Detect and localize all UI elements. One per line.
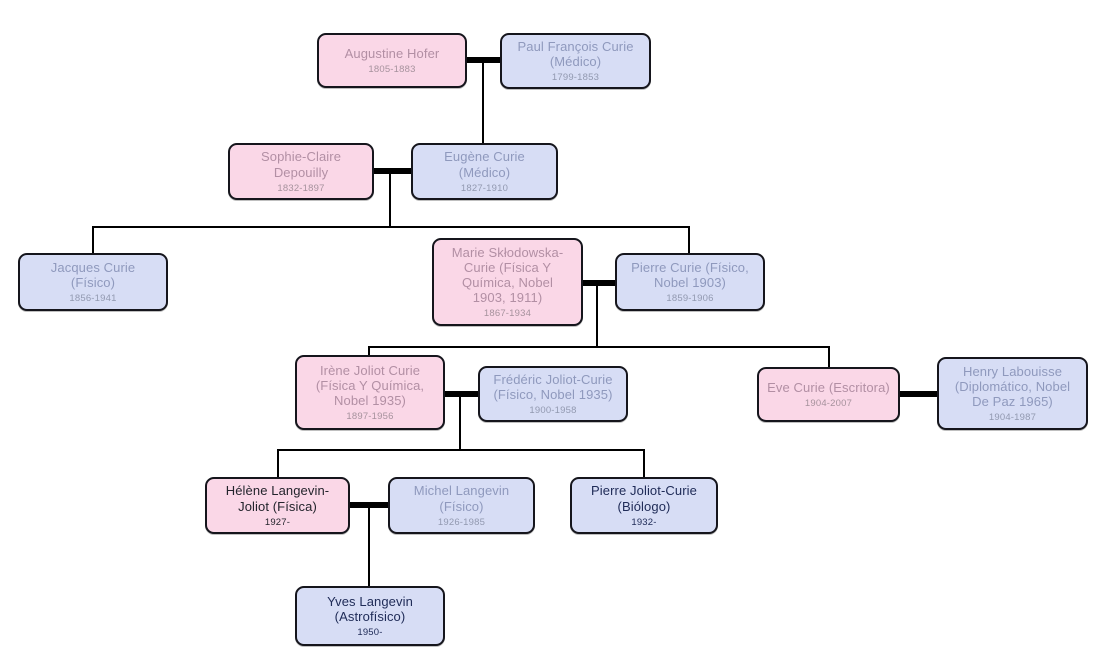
person-box-michel-langevin[interactable]: Michel Langevin (Físico) 1926-1985 bbox=[388, 477, 535, 534]
person-dates: 1827-1910 bbox=[460, 182, 509, 194]
person-dates: 1927- bbox=[264, 516, 291, 528]
person-dates: 1832-1897 bbox=[277, 182, 325, 194]
descent-line-paul-to-eugene bbox=[482, 60, 484, 143]
drop-line-to-irene bbox=[368, 347, 370, 356]
person-name: Augustine Hofer bbox=[344, 45, 440, 61]
person-box-helene-langevin-joliot[interactable]: Hélène Langevin- Joliot (Física) 1927- bbox=[205, 477, 350, 534]
drop-line-to-helene bbox=[277, 450, 279, 478]
sibling-bar-helene-pierrejc bbox=[277, 449, 645, 451]
descent-line-helene-to-yves bbox=[368, 505, 370, 587]
person-dates: 1932- bbox=[631, 516, 657, 528]
person-dates: 1904-1987 bbox=[988, 412, 1037, 424]
drop-line-to-eve bbox=[828, 347, 830, 368]
person-box-jacques-curie[interactable]: Jacques Curie (Físico) 1856-1941 bbox=[18, 253, 168, 311]
person-dates: 1859-1906 bbox=[666, 293, 714, 305]
sibling-bar-jacques-pierre bbox=[92, 226, 690, 228]
descent-line-irene-children bbox=[459, 394, 461, 450]
person-dates: 1856-1941 bbox=[69, 293, 117, 305]
person-dates: 1900-1958 bbox=[529, 405, 577, 417]
person-box-pierre-joliot-curie[interactable]: Pierre Joliot-Curie (Biólogo) 1932- bbox=[570, 477, 718, 534]
person-name: Michel Langevin (Físico) bbox=[413, 483, 510, 514]
drop-line-to-pierre-joliot bbox=[643, 450, 645, 478]
person-dates: 1867-1934 bbox=[483, 308, 532, 320]
person-box-paul-francois-curie[interactable]: Paul François Curie (Médico) 1799-1853 bbox=[500, 33, 651, 89]
person-dates: 1904-2007 bbox=[804, 398, 853, 410]
person-name: Pierre Joliot-Curie (Biólogo) bbox=[591, 483, 697, 514]
person-name: Pierre Curie (Físico, Nobel 1903) bbox=[631, 259, 749, 290]
marriage-line-eve-henry bbox=[898, 391, 939, 397]
drop-line-to-jacques bbox=[92, 227, 94, 253]
drop-line-to-pierre-curie bbox=[688, 227, 690, 253]
person-box-augustine-hofer[interactable]: Augustine Hofer 1805-1883 bbox=[317, 33, 467, 88]
person-name: Eve Curie (Escritora) bbox=[767, 379, 890, 395]
person-box-eugene-curie[interactable]: Eugène Curie (Médico) 1827-1910 bbox=[411, 143, 558, 200]
person-dates: 1926-1985 bbox=[437, 516, 486, 528]
person-name: Jacques Curie (Físico) bbox=[50, 259, 136, 290]
descent-line-eugene-children bbox=[389, 171, 391, 228]
person-box-frederic-joliot-curie[interactable]: Frédéric Joliot-Curie (Físico, Nobel 193… bbox=[478, 366, 628, 422]
person-name: Sophie-Claire Depouilly bbox=[260, 149, 342, 180]
sibling-bar-irene-eve bbox=[368, 346, 830, 348]
person-name: Eugène Curie (Médico) bbox=[444, 149, 525, 180]
person-name: Henry Labouisse (Diplomático, Nobel De P… bbox=[954, 363, 1071, 410]
person-dates: 1897-1956 bbox=[346, 411, 394, 423]
person-dates: 1805-1883 bbox=[368, 64, 416, 76]
person-box-irene-joliot-curie[interactable]: Irène Joliot Curie (Física Y Química, No… bbox=[295, 355, 445, 430]
person-dates: 1799-1853 bbox=[551, 72, 600, 84]
person-name: Paul François Curie (Médico) bbox=[517, 38, 634, 69]
person-name: Marie Skłodowska- Curie (Física Y Químic… bbox=[451, 244, 564, 306]
person-box-yves-langevin[interactable]: Yves Langevin (Astrofísico) 1950- bbox=[295, 586, 445, 646]
person-box-sophie-claire-depouilly[interactable]: Sophie-Claire Depouilly 1832-1897 bbox=[228, 143, 374, 200]
person-box-eve-curie[interactable]: Eve Curie (Escritora) 1904-2007 bbox=[757, 367, 900, 422]
person-name: Frédéric Joliot-Curie (Físico, Nobel 193… bbox=[493, 371, 613, 402]
person-name: Hélène Langevin- Joliot (Física) bbox=[225, 483, 330, 514]
marriage-line-irene-frederic bbox=[443, 391, 480, 397]
person-dates: 1950- bbox=[357, 627, 383, 639]
person-box-pierre-curie[interactable]: Pierre Curie (Físico, Nobel 1903) 1859-1… bbox=[615, 253, 765, 311]
marriage-line-marie-pierre bbox=[580, 280, 618, 286]
person-box-henry-labouisse[interactable]: Henry Labouisse (Diplomático, Nobel De P… bbox=[937, 357, 1088, 430]
marriage-line-sophie-eugene bbox=[372, 168, 413, 174]
person-box-marie-sklodowska-curie[interactable]: Marie Skłodowska- Curie (Física Y Químic… bbox=[432, 238, 583, 326]
person-name: Irène Joliot Curie (Física Y Química, No… bbox=[315, 362, 425, 409]
descent-line-marie-children bbox=[596, 283, 598, 347]
person-name: Yves Langevin (Astrofísico) bbox=[327, 593, 413, 624]
